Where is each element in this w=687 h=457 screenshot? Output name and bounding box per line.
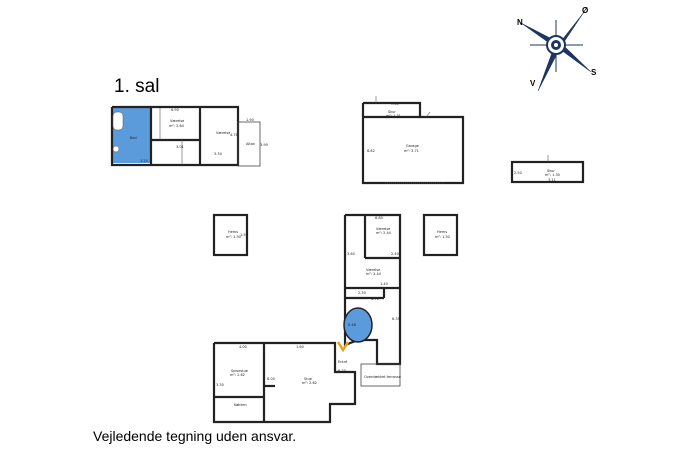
- room-koekken: Køkken: [234, 403, 247, 407]
- compass-rose: N Ø S V: [517, 6, 597, 92]
- dim-d12: 3.30: [216, 383, 224, 387]
- room-hems-left: Hems: [228, 230, 238, 234]
- room-vaerelse-b: Værelse: [366, 268, 380, 272]
- hems-left: Hems m²: 1.50 1.50: [212, 213, 249, 257]
- ground-floor-plan: Værelse m²: 2.44 Værelse m²: 2.44 6.80 3…: [212, 213, 402, 424]
- room-vaerelse-top: Værelse: [170, 119, 184, 123]
- room-skur-right-area: m²: 1.30: [545, 173, 560, 177]
- room-altan: Altan: [246, 142, 255, 146]
- room-hems-right: Hems: [437, 230, 447, 234]
- dim-d9: 6.82: [367, 149, 375, 153]
- dim-d20: 8.00: [267, 377, 275, 381]
- room-overdaekket: Overdækket terrasse: [364, 375, 401, 379]
- room-vaerelse-b-area: m²: 2.44: [366, 272, 382, 276]
- room-garage-area: m²: 3.71: [404, 149, 419, 153]
- dim-d21: 2.50: [514, 171, 522, 175]
- compass-w: V: [530, 79, 536, 88]
- dim-d14: 6.35: [392, 317, 400, 321]
- dim-d10: 7.00: [391, 102, 399, 106]
- room-stue-area: m²: 2.62: [302, 381, 317, 385]
- compass-s: S: [591, 68, 597, 77]
- compass-n: N: [517, 18, 523, 27]
- dim-d18: 4.70: [371, 297, 379, 301]
- dim-d13: 2.40: [391, 252, 399, 256]
- compass-e: Ø: [582, 6, 588, 15]
- shed-right: Skur m²: 1.30 2.50 3.11: [510, 155, 585, 184]
- hems-right: Hems m²: 1.50: [422, 213, 459, 257]
- room-entre: Entré: [338, 360, 347, 364]
- dim-d17: 1.40: [380, 282, 388, 286]
- dim-d7: 1.20: [140, 159, 148, 163]
- room-vaerelse-a: Værelse: [376, 227, 390, 231]
- dim-d23: 6.70: [338, 369, 346, 373]
- garage-building: Skur m²: 1.31 Garage m²: 3.71 6.82 7.00: [361, 96, 465, 185]
- dim-d19: 1.60: [296, 345, 304, 349]
- room-stue: Stue: [304, 377, 312, 381]
- room-skur-top: Skur: [388, 110, 396, 114]
- disclaimer: Vejledende tegning uden ansvar.: [93, 428, 297, 444]
- dim-d2: 3.30: [214, 152, 222, 156]
- dim-d3: 4.78: [230, 133, 238, 137]
- room-garage: Garage: [406, 144, 419, 148]
- dim-d25: 0.48: [348, 323, 356, 327]
- room-vaerelse-top-area: m²: 2.64: [169, 124, 185, 128]
- dim-d24: 1.50: [240, 233, 248, 237]
- room-bad: Bad: [130, 136, 137, 140]
- room-hems-left-area: m²: 1.50: [226, 235, 241, 239]
- room-skur-top-area: m²: 1.31: [386, 114, 401, 118]
- room-spisestue-area: m²: 2.62: [230, 373, 245, 377]
- room-spisestue: Spisestue: [231, 369, 248, 373]
- room-vaerelse-a-area: m²: 2.44: [376, 231, 392, 235]
- room-vaerelse-right: Værelse: [216, 131, 230, 135]
- dim-d16: 3.60: [347, 252, 355, 256]
- dim-d8: 4.00: [239, 345, 247, 349]
- dim-d15: 2.30: [358, 291, 366, 295]
- floor-label: 1. sal: [114, 76, 160, 97]
- room-skur-right: Skur: [547, 169, 555, 173]
- dim-d5: 3.90: [260, 143, 268, 147]
- dim-d11: 6.80: [375, 216, 383, 220]
- dim-d1: 6.90: [171, 108, 179, 112]
- dim-d4: 1.90: [246, 118, 254, 122]
- room-hems-right-area: m²: 1.50: [435, 235, 450, 239]
- dim-d22: 3.11: [548, 178, 556, 182]
- dim-d6: 3.01: [176, 145, 184, 149]
- first-floor-plan: Bad Værelse m²: 2.64 Værelse Altan 6.90 …: [110, 105, 268, 167]
